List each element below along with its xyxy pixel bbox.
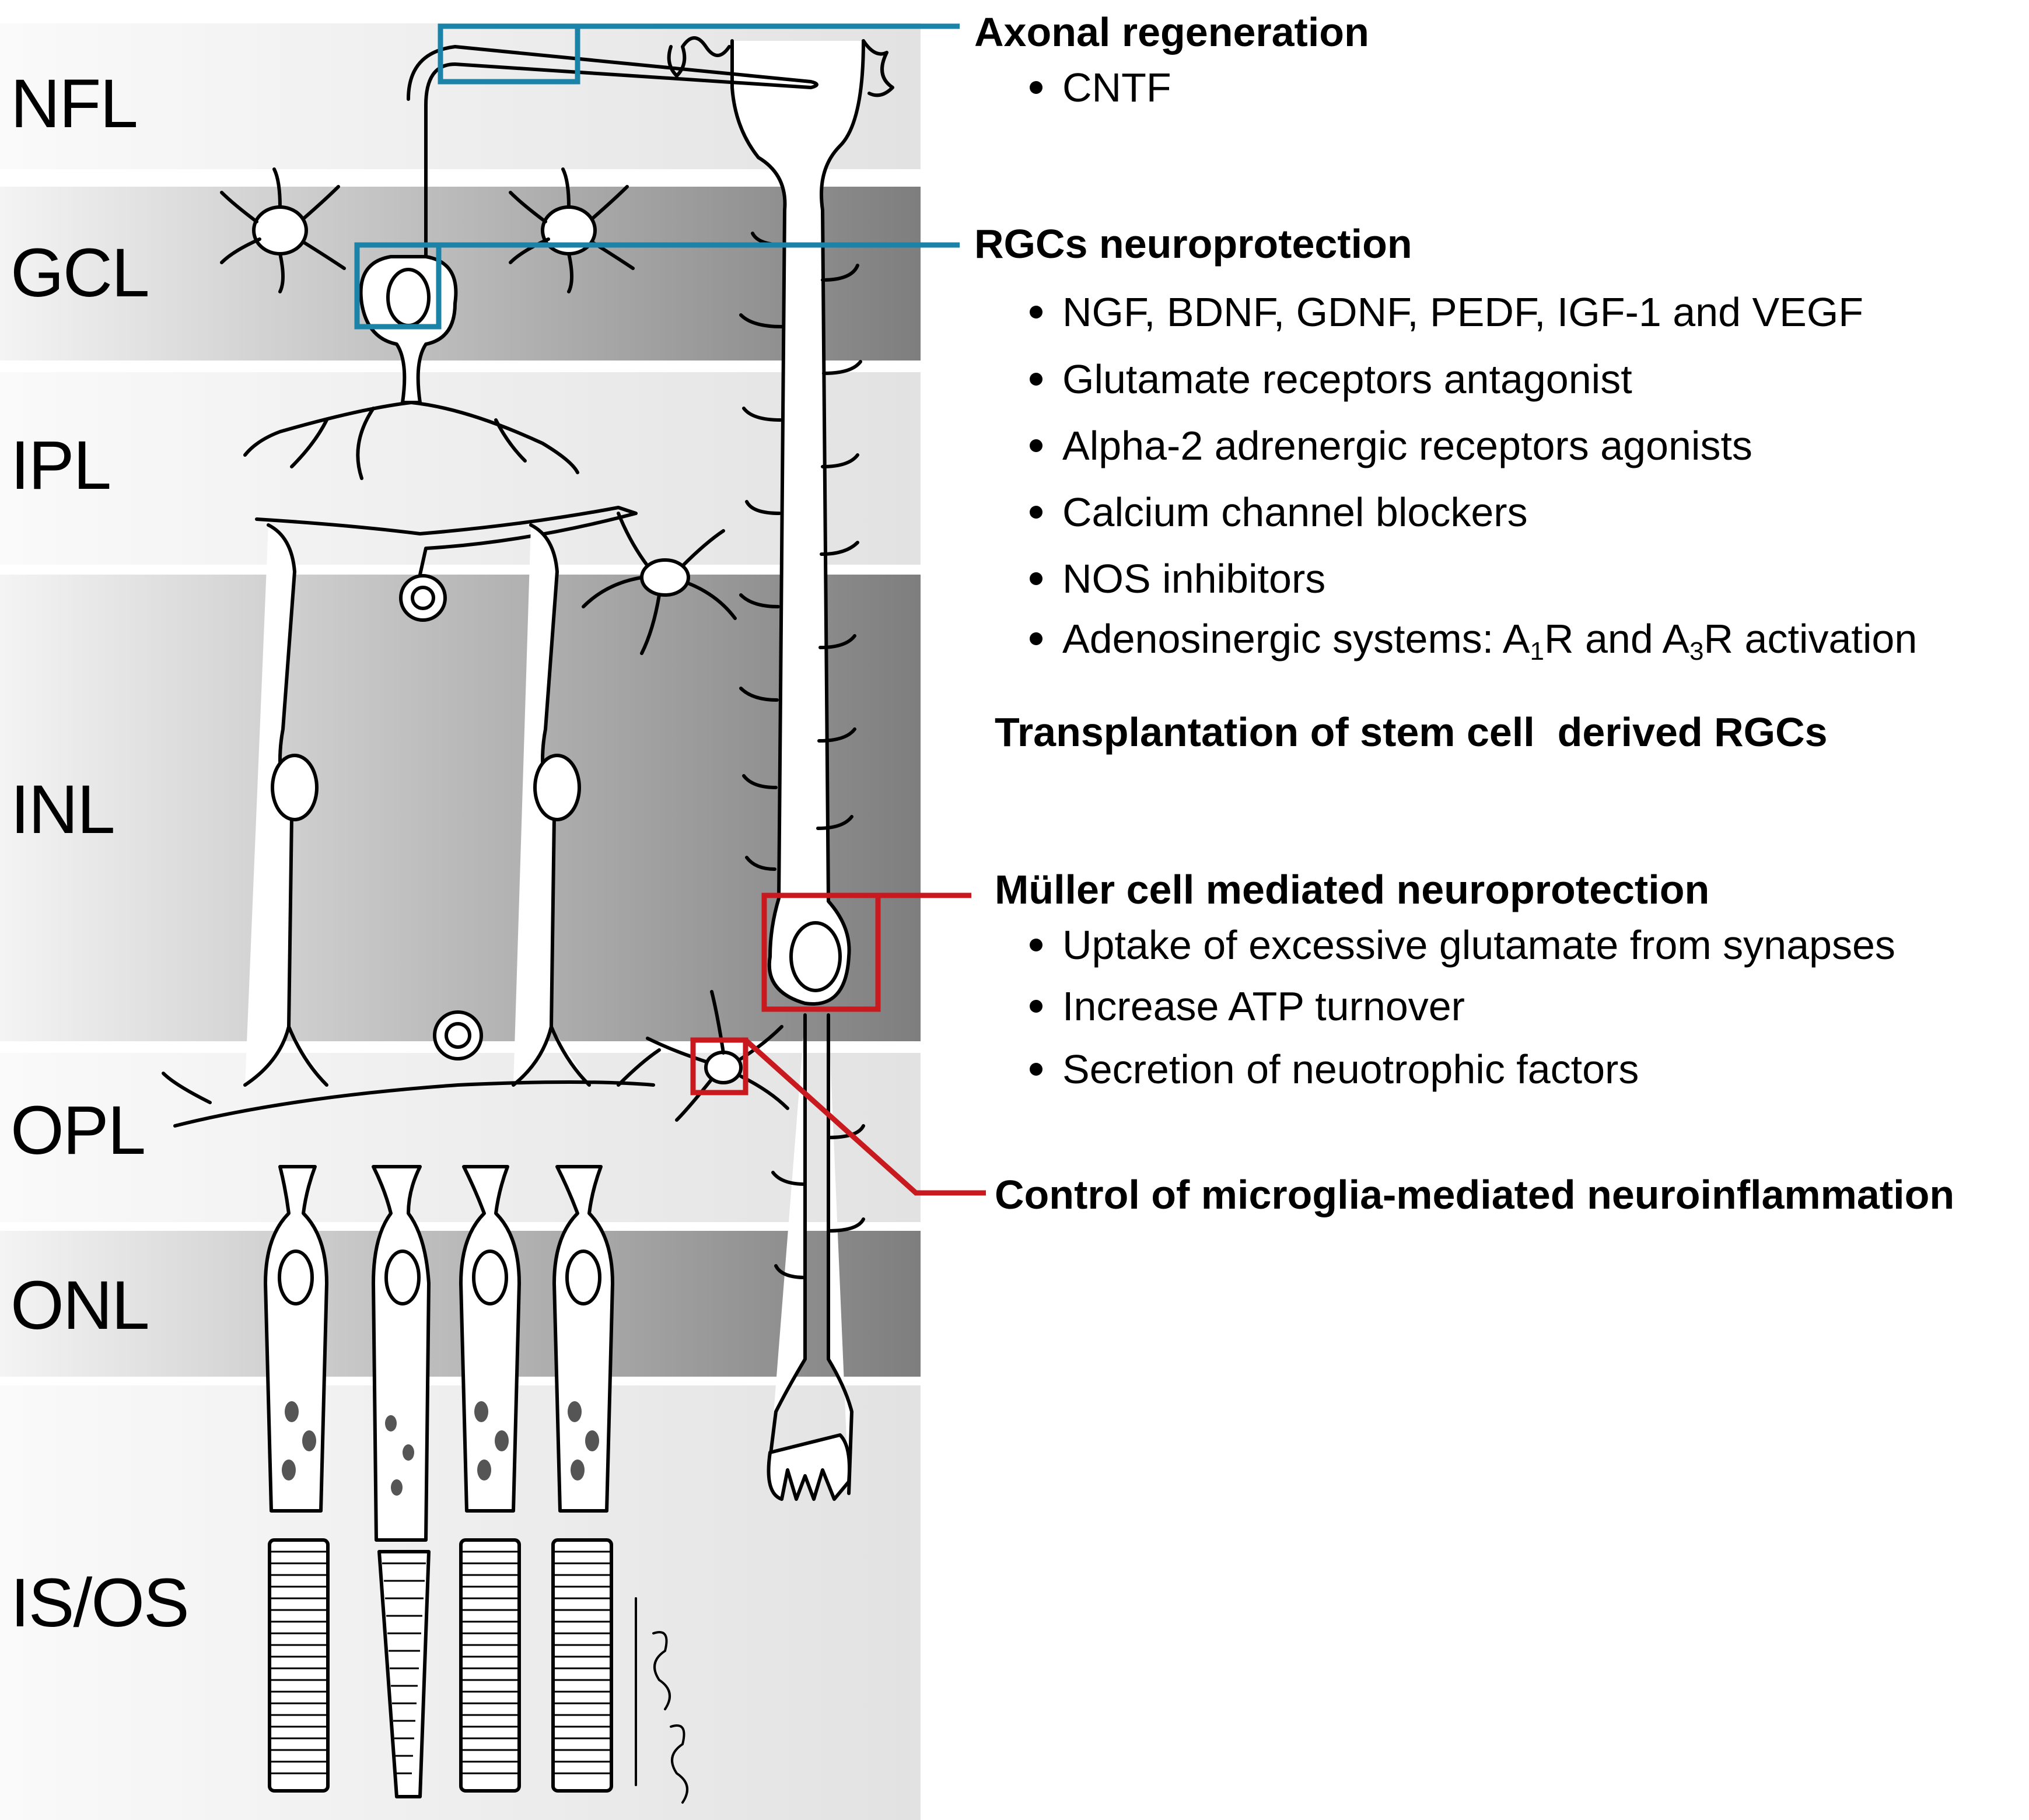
bullet-icon (1030, 999, 1043, 1013)
layer-label-ipl: IPL (11, 427, 111, 504)
axonal-heading: Axonal regeneration (974, 9, 1369, 55)
transplant-heading: Transplantation of stem cell derived RGC… (995, 709, 1828, 755)
rgc-heading: RGCs neuroprotection (974, 221, 1412, 267)
bipolar-left-nucleus (271, 754, 319, 821)
blue-callouts (354, 23, 960, 330)
bipolar-right-nucleus (533, 754, 581, 821)
layer-label-nfl: NFL (11, 65, 138, 142)
muller-highlight-box (761, 892, 881, 1012)
outer-segment-stripes (270, 1550, 611, 1774)
artist-signature (635, 1597, 688, 1804)
amacrine-process (255, 506, 638, 576)
rgc-highlight-box (354, 242, 442, 330)
bullet-icon (1030, 439, 1043, 452)
rgc-item: Calcium channel blockers (1030, 489, 1528, 536)
microglia-leader-line (743, 1038, 986, 1196)
opl-processes (162, 1048, 661, 1128)
microglia-opl (646, 990, 789, 1122)
layer-label-opl: OPL (11, 1092, 146, 1169)
band-inl (0, 575, 921, 1041)
bullet-icon (1030, 1062, 1043, 1076)
red-callouts (690, 892, 986, 1196)
rgc-item: Glutamate receptors antagonist (1030, 356, 1632, 402)
rgc-item: Alpha-2 adrenergic receptors agonists (1030, 422, 1752, 469)
photoreceptor-2 (372, 1165, 431, 1798)
layer-label-onl: ONL (11, 1267, 150, 1344)
photoreceptor-1 (264, 1165, 330, 1793)
bullet-icon (1030, 505, 1043, 519)
muller-nucleus (789, 921, 842, 992)
horizontal-nucleus (445, 1022, 471, 1049)
bullet-icon (1030, 632, 1043, 645)
muller-cell (730, 39, 865, 1495)
muller-item: Secretion of neuotrophic factors (1030, 1046, 1639, 1093)
layer-label-gcl: GCL (11, 235, 150, 312)
layer-label-inl: INL (11, 771, 116, 848)
astrocyte-right (509, 167, 635, 293)
rgc-item-adenosine: Adenosinergic systems: A1R and A3R activ… (1030, 615, 1917, 666)
muller-heading: Müller cell mediated neuroprotection (995, 867, 1710, 912)
band-opl (0, 1053, 921, 1222)
muller-item: Uptake of excessive glutamate from synap… (1030, 922, 1895, 968)
photoreceptor-4 (551, 1165, 614, 1793)
layer-bands (0, 23, 921, 1820)
muller-branches (739, 232, 865, 1279)
rgc-axon (407, 45, 818, 258)
rgc-dendrites (243, 401, 579, 480)
layer-label-isos: IS/OS (11, 1564, 190, 1642)
band-gcl (0, 187, 921, 360)
rgc-item: NGF, BDNF, GDNF, PEDF, IGF-1 and VEGF (1030, 289, 1863, 335)
bullet-icon (1030, 80, 1043, 94)
microglia-highlight-box (690, 1037, 748, 1096)
band-ipl (0, 372, 921, 565)
bullet-icon (1030, 372, 1043, 386)
microglia-inl (582, 512, 737, 655)
muller-endfoot (767, 1433, 851, 1501)
endfoot-right (862, 39, 894, 97)
rgc-item: NOS inhibitors (1030, 555, 1325, 602)
astrocyte-left (220, 167, 346, 293)
photoreceptor-3 (459, 1165, 521, 1793)
bullet-icon (1030, 305, 1043, 318)
microglia-heading: Control of microglia-mediated neuroinfla… (995, 1172, 1955, 1217)
axonal-item: CNTF (1030, 64, 1171, 111)
bullet-icon (1030, 572, 1043, 585)
amacrine-nucleus (411, 586, 435, 610)
muller-item: Increase ATP turnover (1030, 983, 1465, 1030)
rgc-nucleus (386, 268, 431, 327)
axon-highlight-box (438, 23, 580, 85)
mitochondria (282, 1401, 599, 1496)
bullet-icon (1030, 938, 1043, 951)
